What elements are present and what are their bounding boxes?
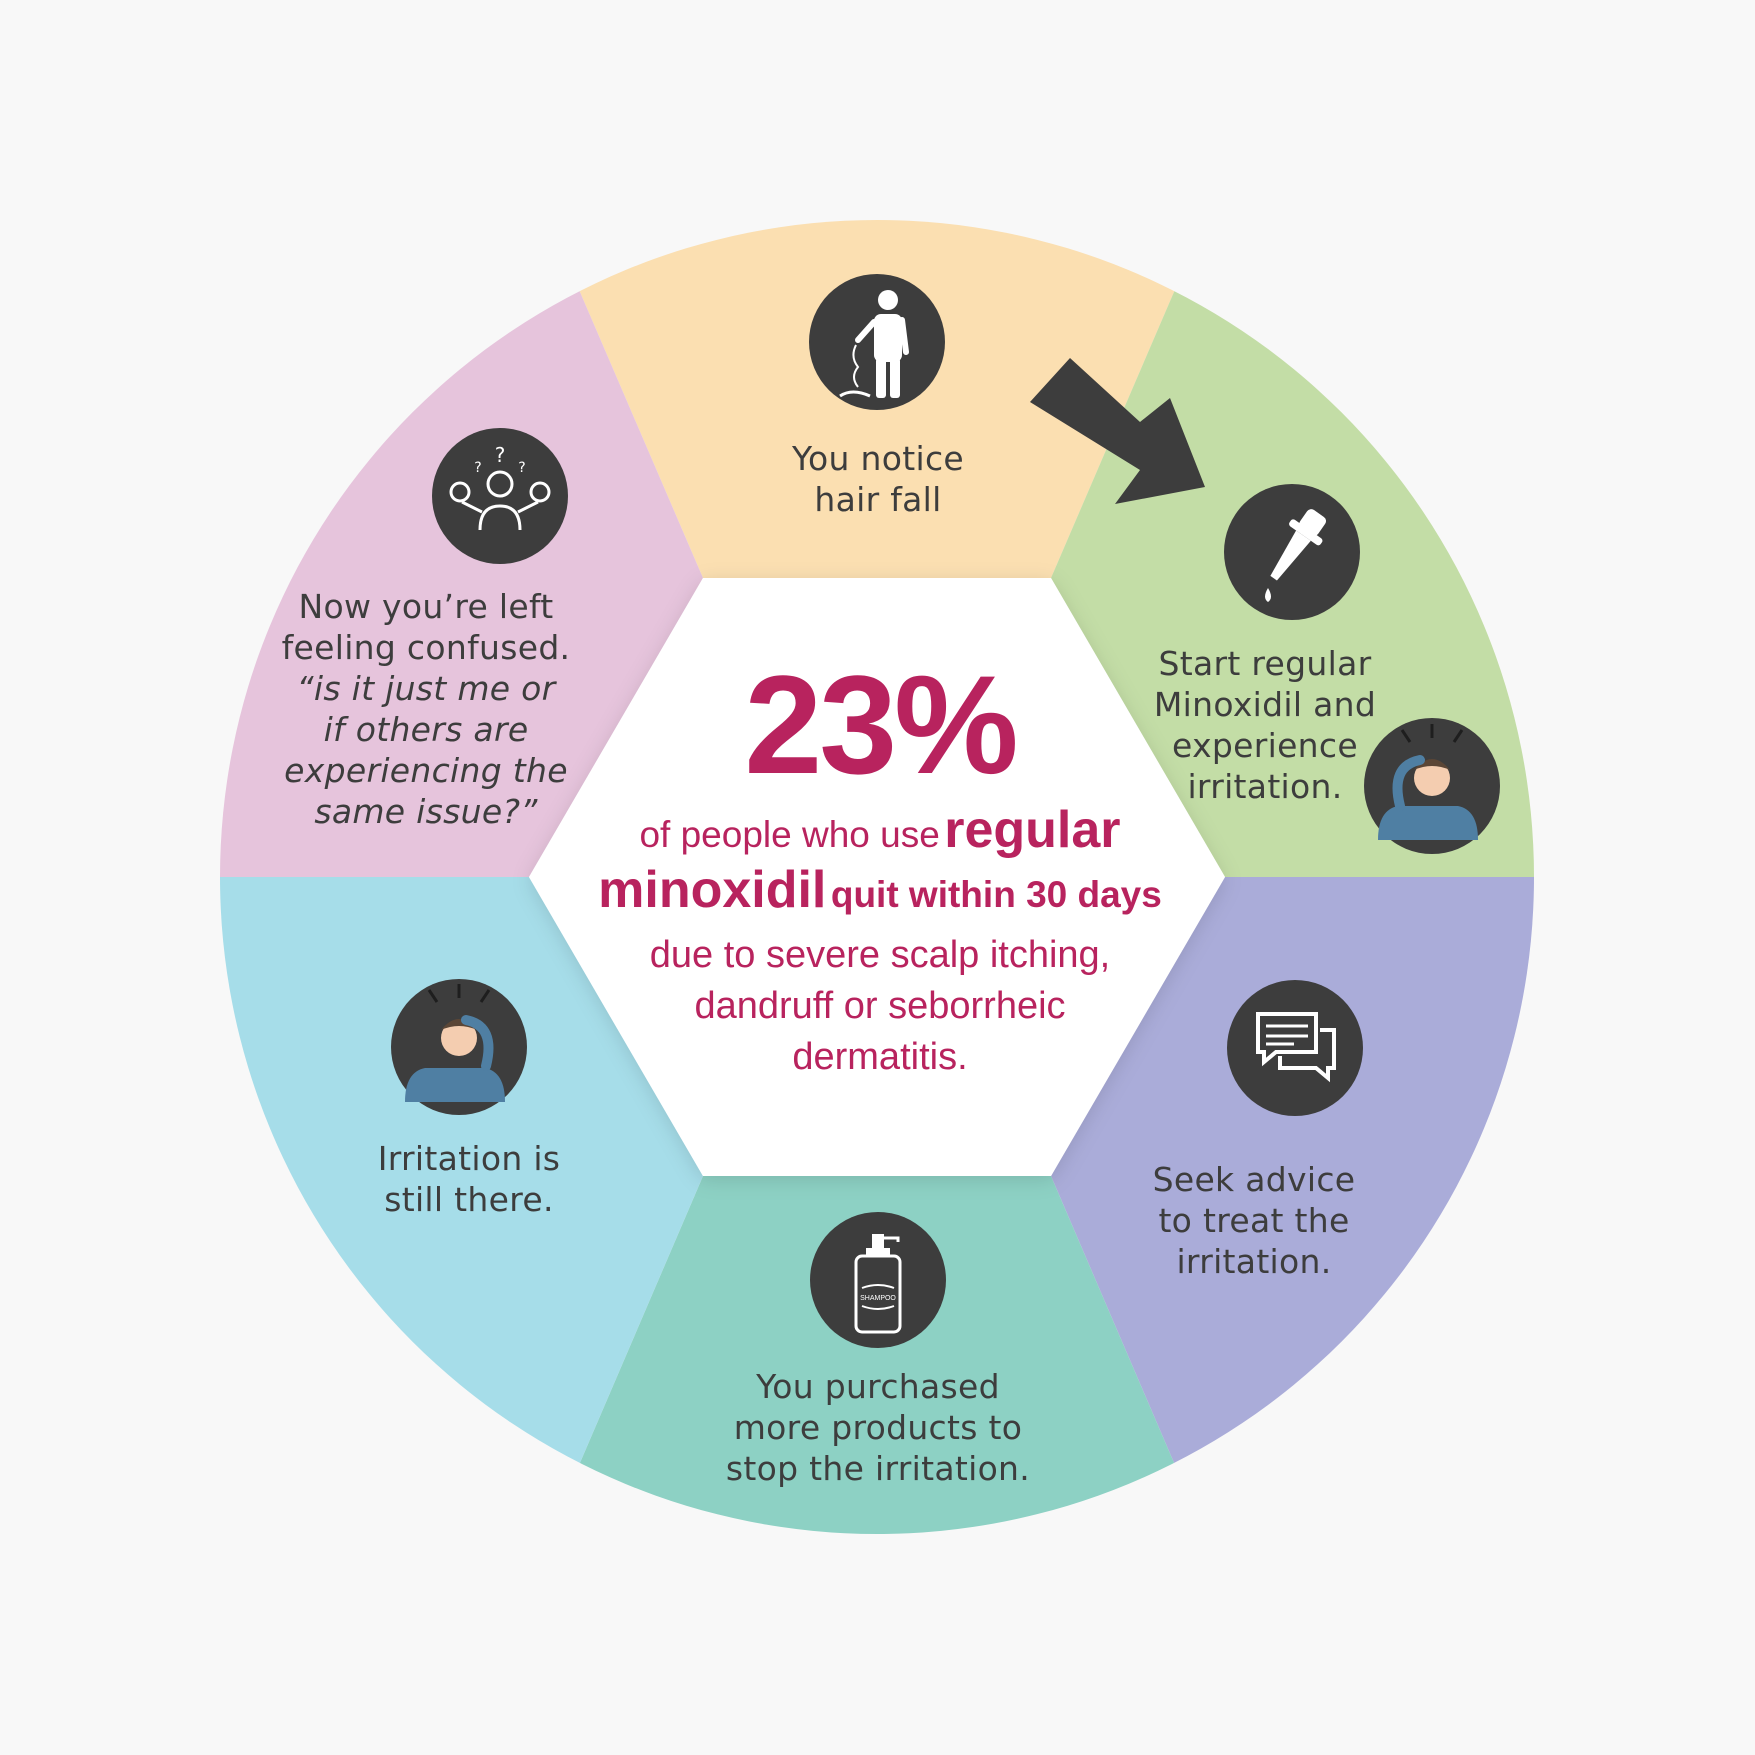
stat-line-2-mid: quit within 30 days xyxy=(830,874,1162,915)
stat-line-1-bold: regular xyxy=(944,801,1121,859)
svg-text:?: ? xyxy=(495,443,506,467)
stat-line-2: minoxidil quit within 30 days xyxy=(540,860,1220,920)
step-lower-right-label: Seek advice to treat the irritation. xyxy=(1152,1160,1356,1281)
step-top-label: You notice hair fall xyxy=(791,439,965,519)
center-statistic: 23% of people who use regular minoxidil … xyxy=(540,650,1220,1083)
step-bottom-label: You purchased more products to stop the … xyxy=(725,1367,1031,1488)
stat-line-1-text: of people who use xyxy=(639,814,940,855)
stressed-person-icon-left xyxy=(391,979,527,1115)
chat-bubbles-icon xyxy=(1227,980,1363,1116)
step-lower-left-label: Irritation is still there. xyxy=(377,1139,561,1219)
confused-person-icon: ? ? ? xyxy=(432,428,568,564)
center-hexagon xyxy=(529,578,1225,1176)
segment-lower-right xyxy=(1051,877,1534,1534)
stat-caption: due to severe scalp itching, dandruff or… xyxy=(649,934,1111,1078)
shampoo-bottle-icon: SHAMPOO xyxy=(810,1212,946,1348)
stat-line-2-bold: minoxidil xyxy=(598,861,827,919)
step-upper-right-label: Start regular Minoxidil and experience i… xyxy=(1153,644,1377,806)
bottle-label: SHAMPOO xyxy=(860,1295,896,1302)
percent-value: 23% xyxy=(744,646,1018,803)
stressed-person-icon xyxy=(1364,718,1500,854)
hair-loss-person-icon xyxy=(809,274,945,410)
arrow-icon xyxy=(1030,358,1205,504)
segment-upper-left xyxy=(220,220,703,877)
svg-text:?: ? xyxy=(518,460,525,476)
stat-line-1: of people who use regular xyxy=(540,800,1220,860)
step-upper-left-label: Now you’re left feeling confused. “is it… xyxy=(281,587,571,831)
segment-lower-left xyxy=(220,877,703,1534)
svg-text:?: ? xyxy=(474,460,481,476)
dropper-icon xyxy=(1224,484,1360,620)
